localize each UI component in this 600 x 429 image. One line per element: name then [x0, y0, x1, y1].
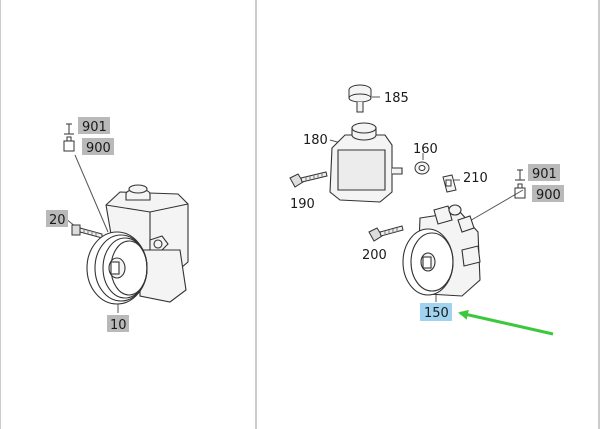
bolt-part — [71, 224, 103, 239]
tool-icon — [63, 136, 75, 152]
callout-160[interactable]: 160 — [413, 142, 438, 157]
tool-icon — [514, 183, 526, 199]
callout-900[interactable]: 900 — [536, 188, 561, 203]
callout-185[interactable]: 185 — [384, 91, 409, 106]
left-panel: 901 900 20 — [46, 117, 189, 333]
callout-210[interactable]: 210 — [463, 171, 488, 186]
reservoir-cap-part — [348, 84, 372, 113]
highlight-150-bg — [420, 303, 452, 321]
tag-901-bg — [528, 164, 560, 181]
callout-901[interactable]: 901 — [82, 120, 107, 135]
bolt-part — [368, 225, 404, 242]
torque-wrench-icon — [515, 169, 525, 181]
tag-900-bg — [82, 138, 114, 155]
reservoir-part — [329, 122, 403, 203]
callout-150[interactable]: 150 — [424, 306, 449, 321]
callout-180[interactable]: 180 — [303, 133, 328, 148]
nut-part — [414, 161, 430, 175]
callout-901[interactable]: 901 — [532, 167, 557, 182]
green-arrow-icon — [458, 309, 554, 336]
callout-200[interactable]: 200 — [362, 248, 387, 263]
power-steering-pump-part — [402, 204, 481, 297]
callout-20[interactable]: 20 — [49, 213, 66, 228]
tag-10-bg — [107, 315, 129, 332]
tag-20-bg — [46, 210, 68, 227]
torque-wrench-icon — [64, 123, 74, 135]
right-panel: 185 180 160 210 190 — [289, 84, 564, 336]
tag-900-bg — [532, 185, 564, 202]
power-steering-pump-assembly — [86, 184, 189, 305]
callout-10[interactable]: 10 — [110, 318, 127, 333]
leader-line — [74, 154, 109, 233]
callout-900[interactable]: 900 — [86, 141, 111, 156]
tag-901-bg — [78, 117, 110, 134]
bolt-part — [289, 171, 328, 188]
callout-190[interactable]: 190 — [290, 197, 315, 212]
clip-part — [442, 174, 457, 193]
leader-line — [467, 189, 524, 223]
